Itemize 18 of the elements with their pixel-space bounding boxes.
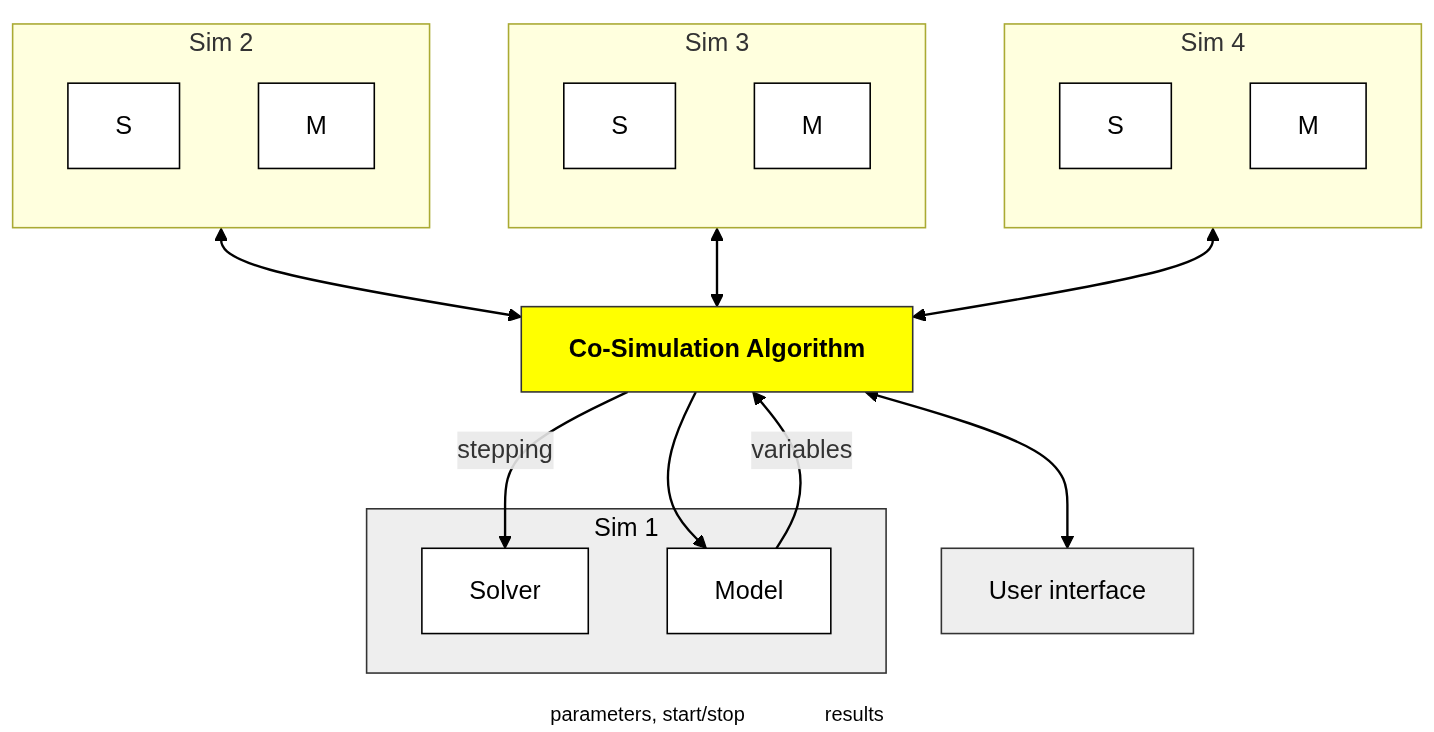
node-box: S — [563, 82, 677, 170]
node-box: Model — [666, 547, 832, 635]
node-box: Co-Simulation Algorithm — [520, 305, 914, 393]
note-text: results — [824, 703, 884, 726]
edge-label: stepping — [457, 436, 553, 463]
node-box: M — [753, 82, 871, 170]
arrow — [912, 227, 1220, 322]
node-box: S — [1058, 82, 1173, 170]
node-box: S — [67, 82, 181, 170]
node-box: M — [1249, 82, 1367, 170]
node-box: M — [257, 82, 376, 170]
arrow — [214, 227, 522, 322]
node-box: Solver — [421, 547, 590, 635]
arrow — [666, 391, 707, 549]
arrow — [710, 227, 724, 308]
edge-label: variables — [751, 436, 853, 463]
note-text: parameters, start/stop — [550, 703, 745, 726]
node-box: User interface — [940, 547, 1195, 635]
